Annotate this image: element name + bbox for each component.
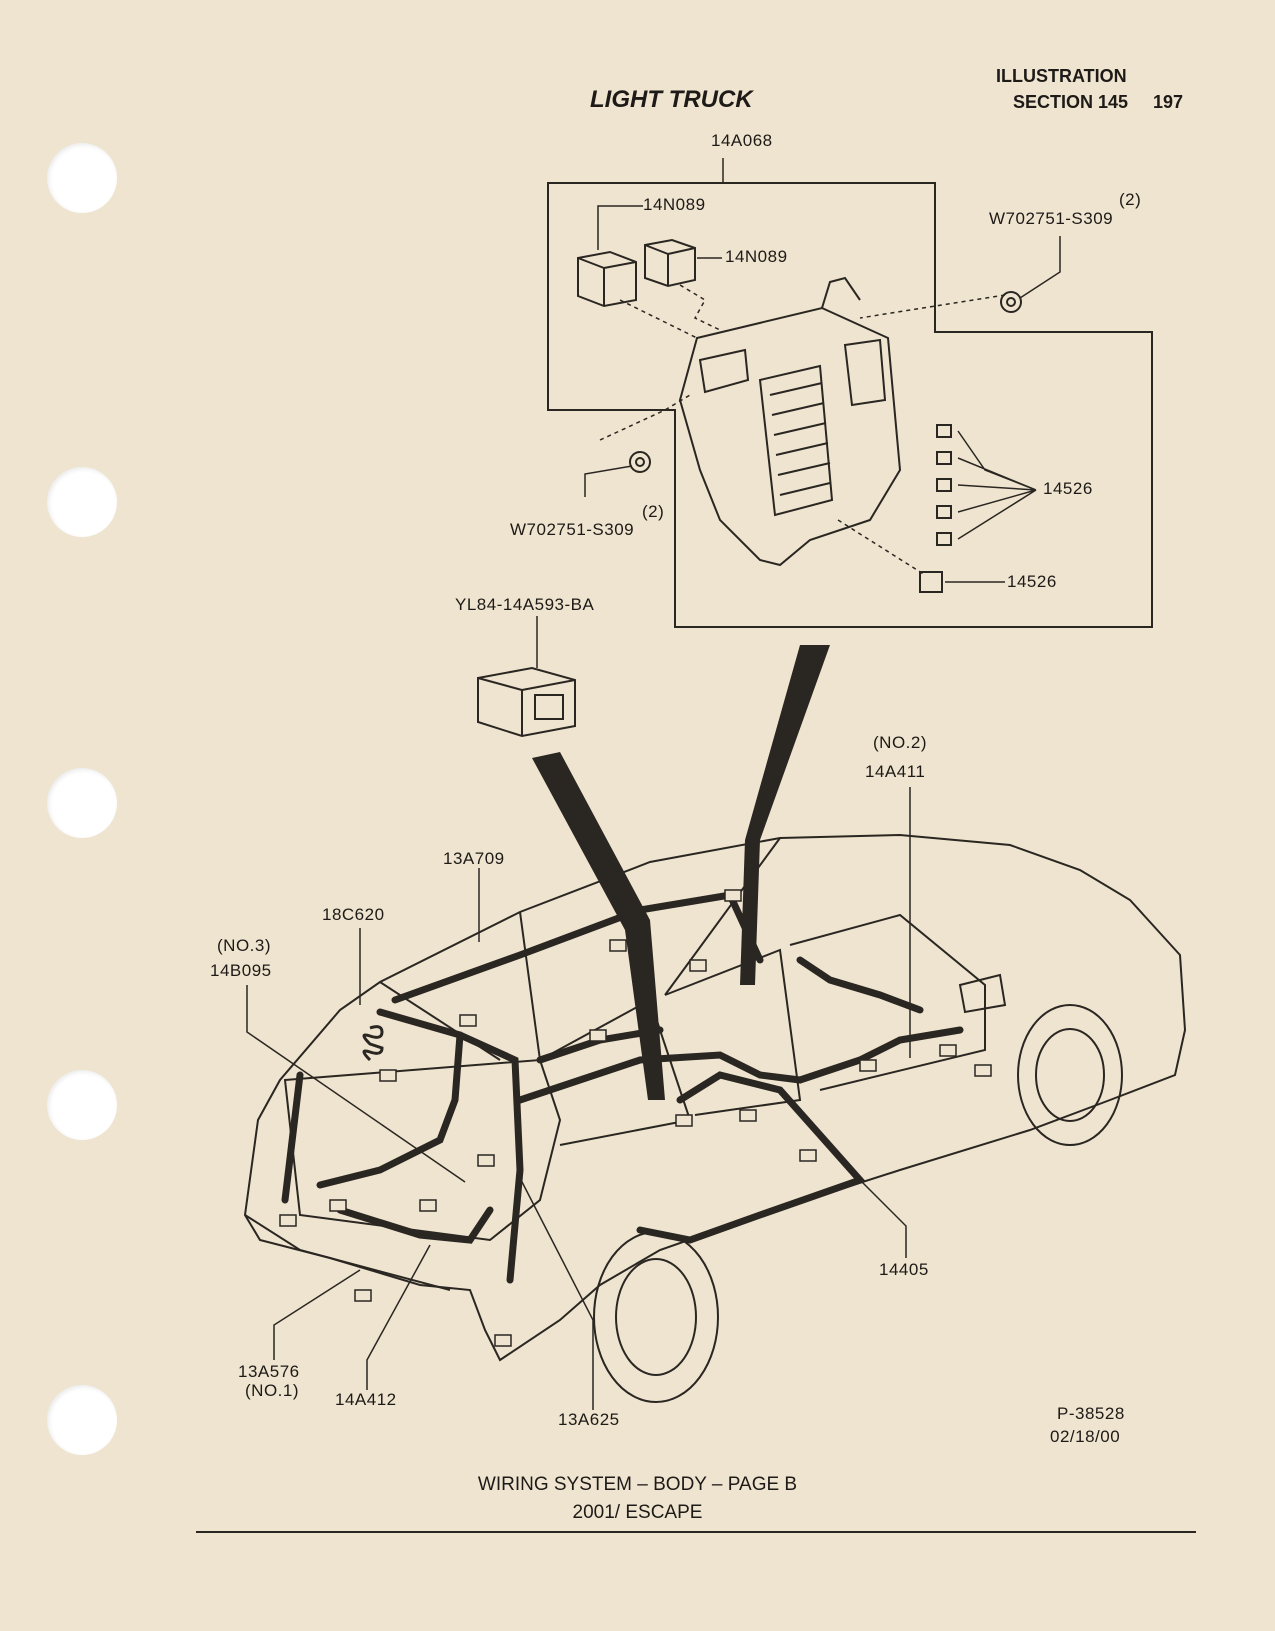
label-relay: 14N089 — [643, 195, 706, 214]
harness-connector — [279, 889, 992, 1347]
label-nut: W702751-S309 — [510, 520, 635, 539]
label-14405: 14405 — [879, 1260, 929, 1279]
footer-model: 2001/ ESCAPE — [572, 1502, 703, 1523]
label-13a576: 13A576 — [238, 1362, 300, 1381]
coil-icon — [362, 1025, 384, 1062]
label-qty: (2) — [642, 502, 665, 521]
fuse-icon — [936, 424, 952, 546]
label-14a411: 14A411 — [865, 762, 926, 781]
relay-icon — [577, 250, 637, 308]
label-nut: W702751-S309 — [989, 209, 1114, 228]
binder-hole — [47, 467, 117, 537]
label-13a625: 13A625 — [558, 1410, 620, 1429]
connector-icon — [477, 666, 576, 738]
relay-icon — [644, 238, 696, 288]
label-fuse: 14526 — [1007, 572, 1057, 591]
label-fuses: 14526 — [1043, 479, 1093, 498]
vehicle-outline — [243, 833, 1187, 1403]
fuse-box-outline — [547, 182, 1153, 628]
page-number: 197 — [1153, 92, 1184, 112]
section-heading: SECTION 145 — [1013, 92, 1129, 112]
footer-rule — [196, 1531, 1196, 1533]
nut-icon — [1000, 291, 1022, 313]
binder-hole — [47, 143, 117, 213]
label-relay: 14N089 — [725, 247, 788, 266]
callout-wedge — [532, 752, 665, 1100]
label-no1-tag: (NO.1) — [245, 1381, 299, 1400]
page-title: LIGHT TRUCK — [590, 86, 753, 113]
label-no2-tag: (NO.2) — [873, 733, 927, 752]
label-13a709: 13A709 — [443, 849, 505, 868]
label-qty: (2) — [1119, 190, 1142, 209]
label-14b095: 14B095 — [210, 961, 272, 980]
footer-title: WIRING SYSTEM – BODY – PAGE B — [477, 1474, 798, 1495]
nut-icon — [629, 451, 651, 473]
binder-hole — [47, 768, 117, 838]
label-connector: YL84-14A593-BA — [455, 595, 595, 614]
fuse-icon — [919, 571, 943, 593]
label-14a412: 14A412 — [335, 1390, 397, 1409]
label-18c620: 18C620 — [322, 905, 385, 924]
illustration-heading: ILLUSTRATION — [996, 66, 1127, 86]
callout-wedge — [740, 645, 830, 985]
fuse-block — [678, 276, 902, 567]
reference-id: P-38528 — [1057, 1404, 1125, 1423]
label-14a068: 14A068 — [711, 131, 773, 150]
wiring-harness — [281, 891, 964, 1284]
reference-date: 02/18/00 — [1050, 1427, 1121, 1446]
binder-hole — [47, 1070, 117, 1140]
label-no3-tag: (NO.3) — [217, 936, 271, 955]
binder-hole — [47, 1385, 117, 1455]
